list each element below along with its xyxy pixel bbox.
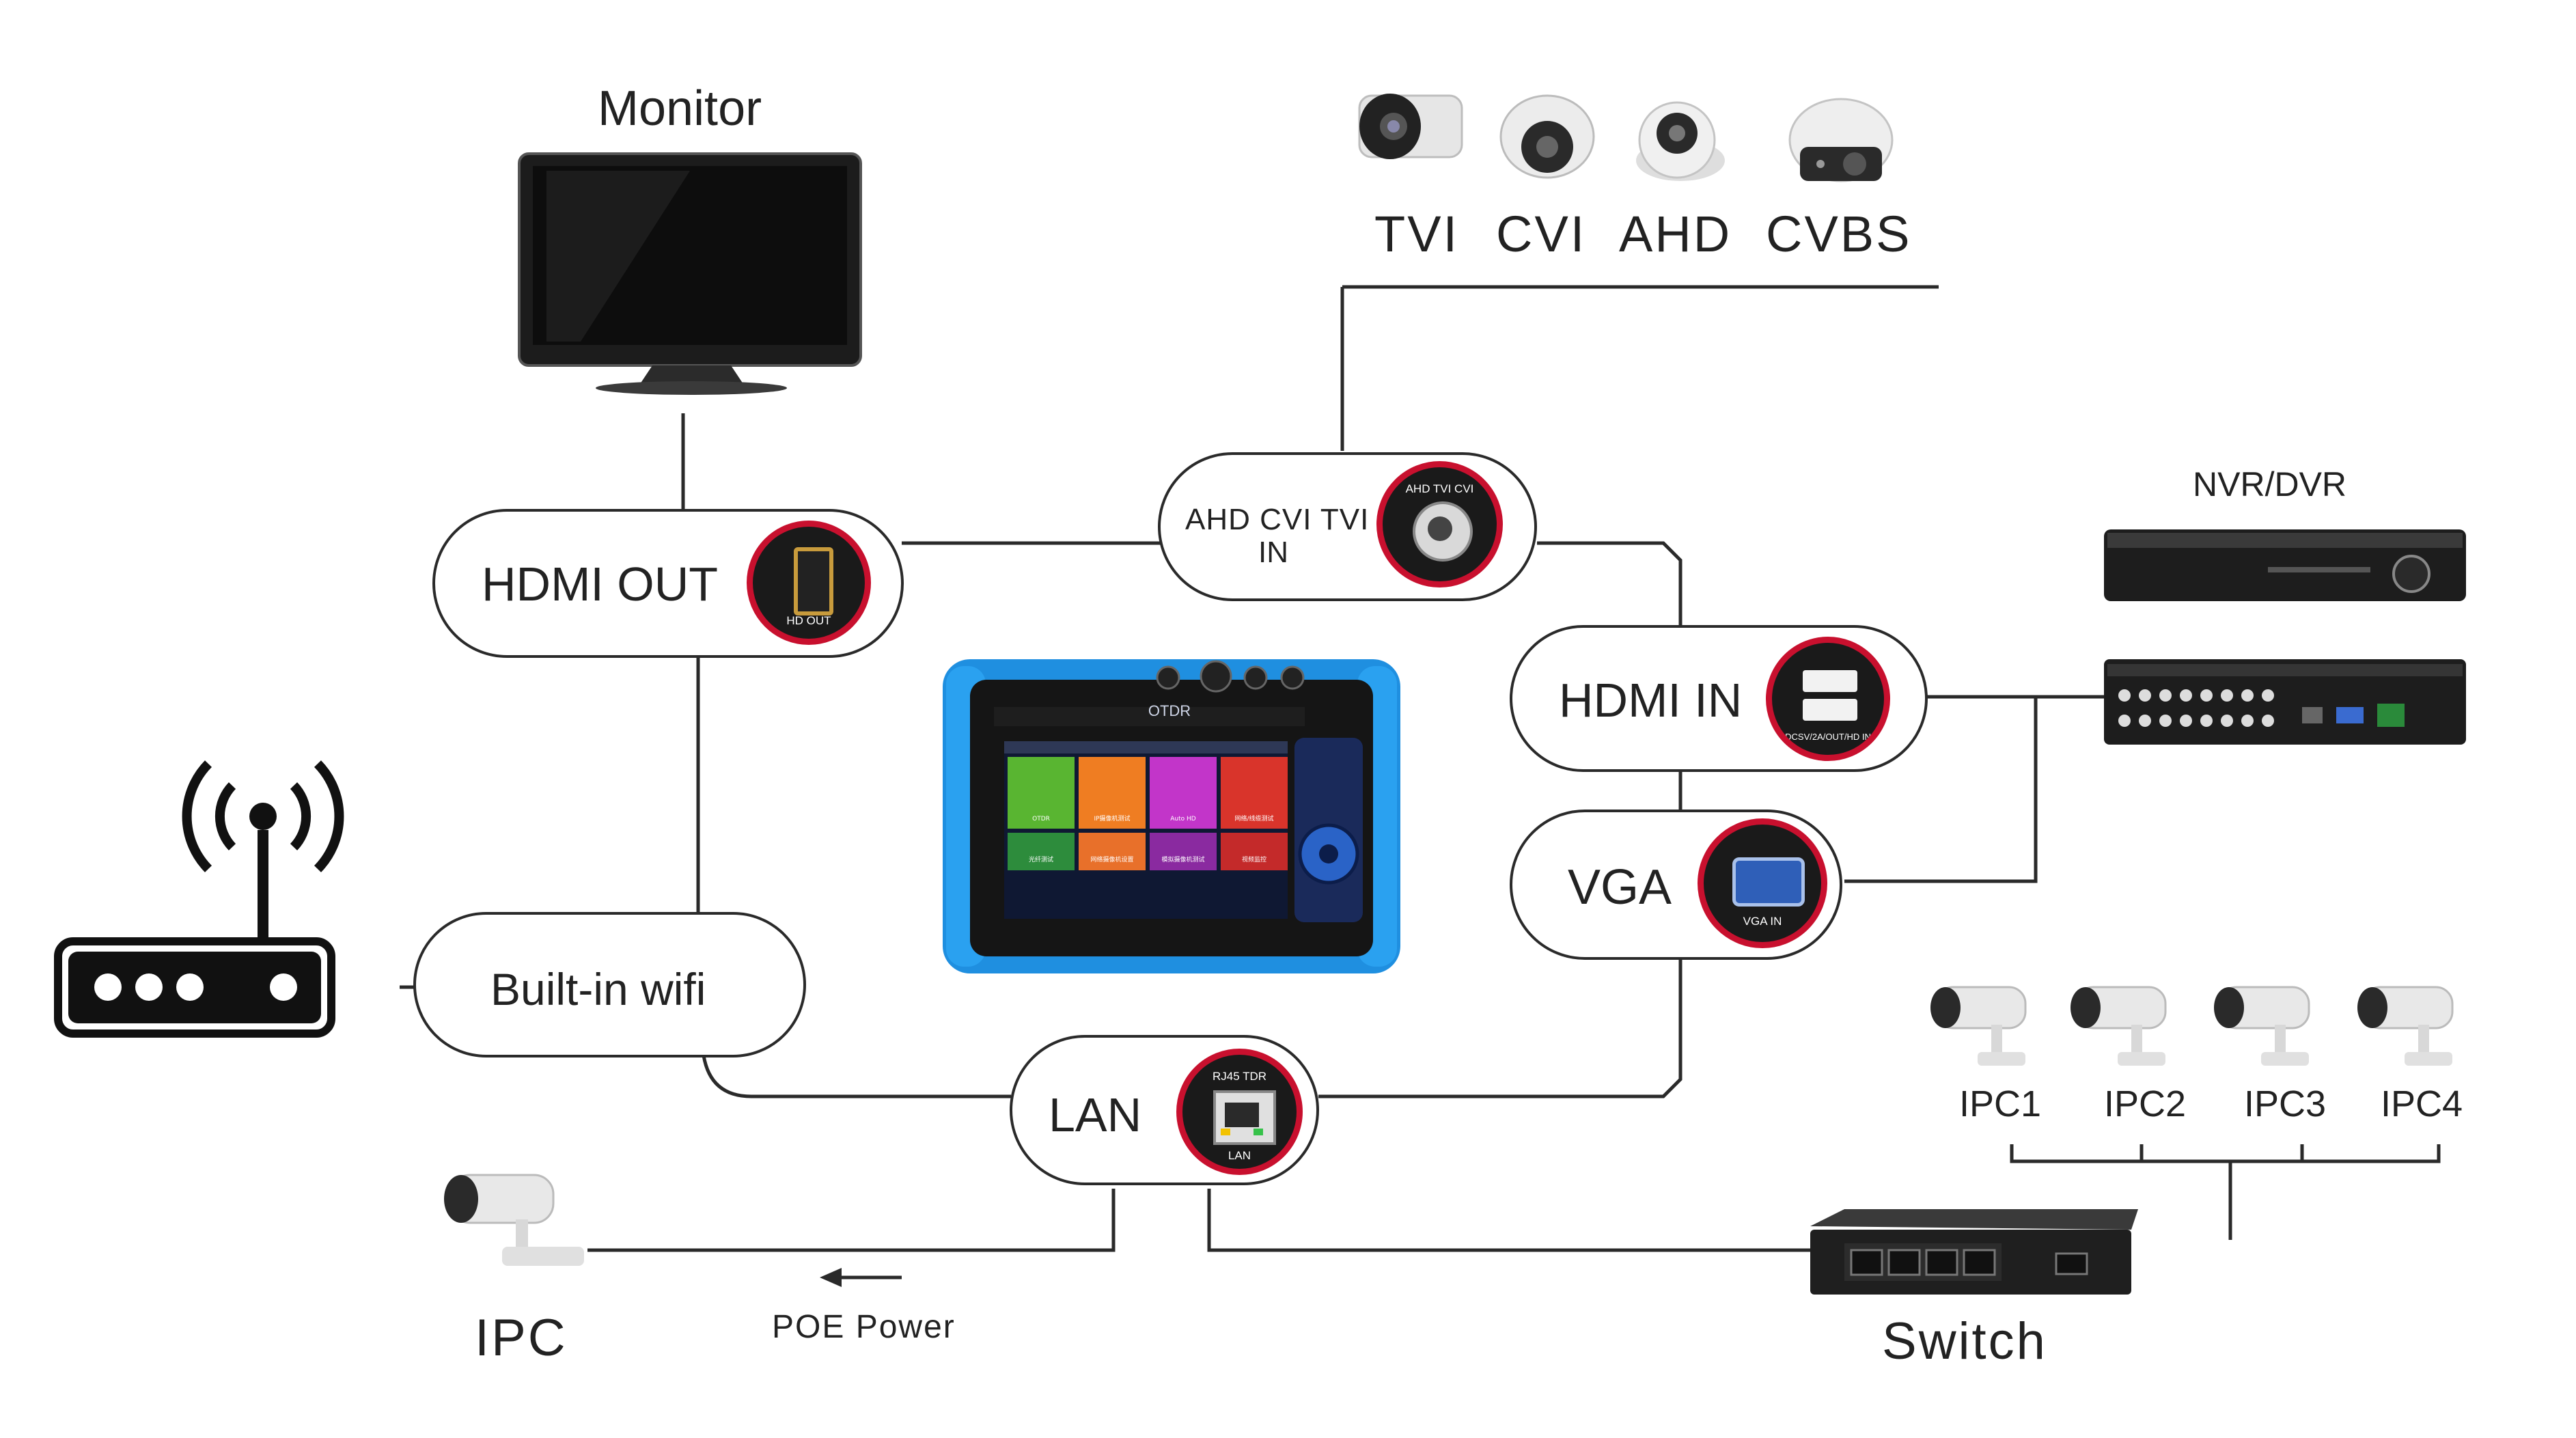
tester-tile <box>1221 833 1288 870</box>
tester-tile <box>1008 757 1075 829</box>
tester-screen-title: OTDR <box>1148 702 1191 719</box>
nvr-icon <box>2104 529 2466 601</box>
switch-label: Switch <box>1882 1312 2047 1370</box>
ipc3-camera-icon <box>2214 986 2310 1066</box>
hdmi-in-label: HDMI IN <box>1559 674 1743 727</box>
tester-tile-label: 视频监控 <box>1242 855 1266 863</box>
tester-tile-label: 模拟摄像机测试 <box>1161 855 1204 863</box>
switch-icon <box>1810 1209 2138 1295</box>
poe-arrow-icon <box>820 1268 902 1287</box>
tester-tile-label: 网络摄像机设置 <box>1090 855 1133 863</box>
ipc1-camera-icon <box>1930 986 2027 1066</box>
tvi-camera-icon <box>1358 94 1463 159</box>
dvr-icon <box>2104 659 2466 745</box>
vga-caption: VGA IN <box>1743 915 1782 928</box>
hdmi-in-caption: DCSV/2A/OUT/HD IN <box>1785 732 1871 742</box>
vga-port-icon: VGA IN <box>1698 818 1827 948</box>
cvi-camera-icon <box>1499 94 1595 179</box>
hdmi-in-port-icon: DCSV/2A/OUT/HD IN <box>1766 637 1890 761</box>
camera-label-tvi: TVI <box>1374 206 1460 262</box>
lan-label: LAN <box>1049 1088 1142 1142</box>
tester-tile <box>1079 757 1146 829</box>
tester-tile <box>1079 833 1146 870</box>
tester-tile-label: OTDR <box>1032 816 1050 822</box>
tester-tile <box>1221 757 1288 829</box>
hdmi-out-label: HDMI OUT <box>482 557 719 611</box>
monitor-label: Monitor <box>598 81 762 136</box>
ipc2-camera-icon <box>2071 986 2167 1066</box>
camera-label-cvi: CVI <box>1496 206 1587 262</box>
ahd-in-label-line2: IN <box>1258 536 1288 569</box>
tester-tile <box>1150 757 1217 829</box>
wifi-pill <box>413 912 806 1057</box>
camera-label-ahd: AHD <box>1619 206 1732 262</box>
ahd-camera-icon <box>1636 101 1725 181</box>
vga-label: VGA <box>1568 860 1672 915</box>
ipc4-camera-icon <box>2357 986 2454 1066</box>
rj45-port-icon: RJ45 TDR LAN <box>1176 1049 1303 1175</box>
monitor-icon <box>518 152 862 395</box>
tester-tile <box>1008 833 1075 870</box>
wifi-label: Built-in wifi <box>490 964 706 1014</box>
poe-power-label: POE Power <box>772 1309 956 1345</box>
camera-label-cvbs: CVBS <box>1766 206 1912 262</box>
tester-tile <box>1150 833 1217 870</box>
connector-lines <box>400 285 2441 1252</box>
ipc4-label: IPC4 <box>2381 1083 2463 1124</box>
hdmi-port-icon: HD OUT <box>747 521 871 645</box>
ahd-in-caption: AHD TVI CVI <box>1405 482 1474 495</box>
lan-caption-bottom: LAN <box>1228 1149 1251 1162</box>
ipc-camera-icon <box>444 1174 584 1266</box>
ahd-in-label-line1: AHD CVI TVI <box>1185 503 1370 536</box>
bnc-port-icon: AHD TVI CVI <box>1376 461 1503 587</box>
tester-tile-label: 网络/线缆测试 <box>1234 814 1273 822</box>
tester-tile-label: 光纤测试 <box>1029 855 1053 863</box>
lan-caption-top: RJ45 TDR <box>1212 1070 1267 1083</box>
ipc-label: IPC <box>475 1309 568 1367</box>
nvr-dvr-label: NVR/DVR <box>2193 465 2347 503</box>
ipc2-label: IPC2 <box>2104 1083 2187 1124</box>
tester-tile-label: IP摄像机测试 <box>1094 814 1130 822</box>
cvbs-camera-icon <box>1788 98 1894 182</box>
ipc3-label: IPC3 <box>2244 1083 2327 1124</box>
ipc1-label: IPC1 <box>1959 1083 2042 1124</box>
tester-tile-label: Auto HD <box>1170 816 1196 822</box>
hdmi-out-caption: HD OUT <box>786 614 831 627</box>
router-icon <box>54 760 344 1038</box>
